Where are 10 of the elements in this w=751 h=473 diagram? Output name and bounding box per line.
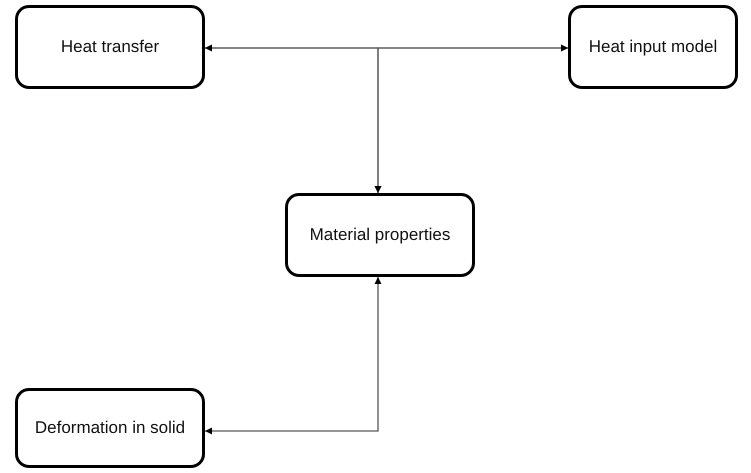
box-label: Deformation in solid — [34, 416, 186, 439]
arrow — [205, 277, 382, 434]
process-box — [285, 193, 475, 277]
box-label: Heat input model — [588, 36, 718, 58]
process-box — [15, 388, 205, 468]
arrow — [374, 44, 568, 193]
box-label: Material properties — [310, 224, 450, 246]
process-box — [15, 5, 205, 89]
box-label: Heat transfer — [60, 36, 160, 58]
process-box — [568, 5, 738, 89]
